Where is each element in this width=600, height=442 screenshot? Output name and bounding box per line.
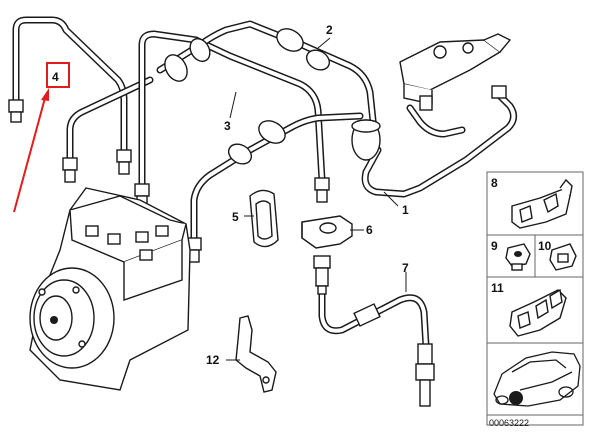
callout-6: 6 (366, 223, 373, 237)
parts-panel: 8 9 10 11 (486, 171, 584, 428)
callout-4: 4 (52, 70, 59, 84)
callout-labels: 1 2 3 5 6 7 12 (206, 23, 409, 367)
grommet-part-5 (249, 189, 279, 248)
callout-4-highlight-box (46, 62, 70, 88)
callout-10: 10 (538, 239, 552, 253)
highlighted-callout-4: 4 (13, 62, 70, 213)
brake-valve-block (399, 33, 512, 111)
diagram-code: 00063222 (489, 418, 529, 428)
pipe-clip-10 (549, 243, 577, 271)
fitting-nut (116, 149, 132, 175)
pipe-fittings (8, 28, 507, 263)
pipe-clip-8 (511, 178, 573, 229)
callout-7: 7 (402, 261, 409, 275)
callout-5: 5 (232, 210, 239, 224)
pipe-grommet (276, 28, 331, 71)
hose-fitting (313, 255, 435, 407)
red-arrow-head (41, 88, 49, 101)
callout-12: 12 (206, 353, 220, 367)
red-arrow (13, 97, 46, 213)
abs-hydraulic-unit (29, 187, 191, 391)
bracket-part-6 (301, 215, 353, 249)
fitting-nut (8, 99, 24, 123)
brake-pipes (12, 16, 517, 350)
callout-1: 1 (402, 203, 409, 217)
bracket-part-12 (235, 315, 277, 393)
pipe-clip-9 (505, 243, 531, 271)
callout-3: 3 (224, 119, 231, 133)
fitting-nut (491, 85, 507, 99)
callout-8: 8 (491, 176, 498, 190)
pipe-grommet (227, 120, 286, 165)
fitting-nut (314, 177, 330, 203)
fitting-nut (62, 157, 78, 183)
callout-9: 9 (491, 239, 498, 253)
car-location-icon (493, 351, 581, 407)
location-dot (509, 391, 523, 405)
pipe-grommet (164, 37, 211, 82)
pipe-grommet (351, 119, 381, 161)
pipe-clip-11 (509, 288, 567, 337)
callout-2: 2 (326, 23, 333, 37)
leader-lines (226, 37, 407, 361)
callout-11: 11 (491, 281, 504, 295)
